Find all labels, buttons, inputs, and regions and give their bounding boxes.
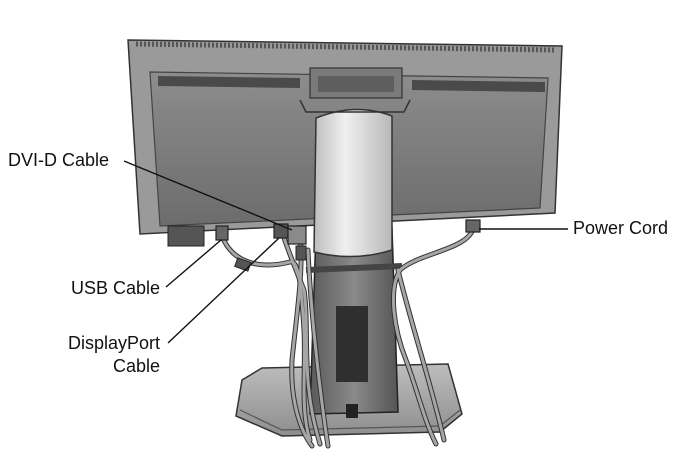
- label-displayport-line1: DisplayPort: [67, 333, 160, 353]
- stand-column: [305, 227, 403, 418]
- label-usb-cable: USB Cable: [70, 278, 160, 298]
- label-displayport-line2: Cable: [112, 356, 160, 376]
- left-vent: [158, 76, 300, 88]
- leader-usb: [165, 239, 222, 288]
- stand-neck: [299, 99, 411, 258]
- leader-lines: [123, 160, 568, 344]
- connector-dvi-d: [287, 225, 307, 245]
- leader-displayport: [167, 237, 280, 344]
- label-power-cord: Power Cord: [573, 218, 669, 238]
- connector-usb: [215, 225, 229, 241]
- label-dvi-d-cable: DVI-D Cable: [8, 150, 110, 170]
- connector-power: [465, 219, 481, 233]
- right-vent: [412, 80, 545, 92]
- leader-dvi-d: [123, 160, 293, 231]
